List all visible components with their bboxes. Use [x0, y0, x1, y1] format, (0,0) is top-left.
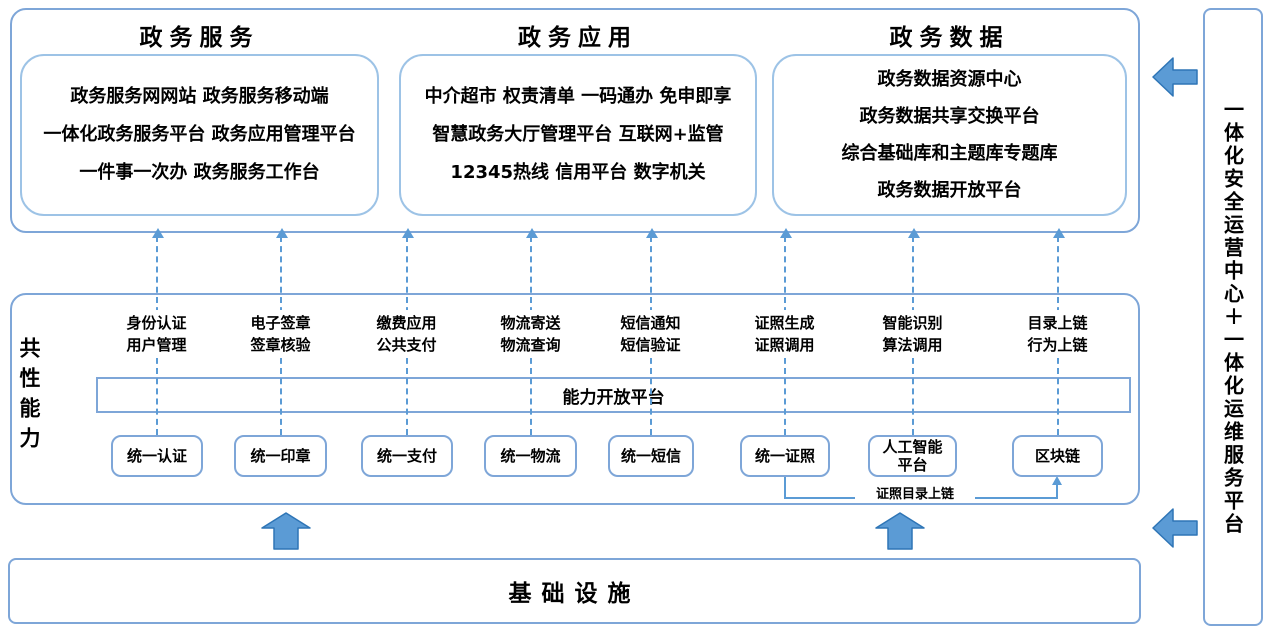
capability-box-seal: 统一印章 — [234, 435, 327, 477]
infrastructure-box: 基础设施 — [8, 558, 1141, 624]
applications-line: 12345热线 信用平台 数字机关 — [450, 162, 706, 183]
capability-label: 证照生成证照调用 — [724, 310, 845, 358]
connector-label: 证照目录上链 — [855, 483, 975, 502]
capability-open-platform-label: 能力开放平台 — [558, 382, 669, 408]
arrowhead-up-icon — [1052, 476, 1062, 485]
arrowhead-up-icon — [152, 228, 164, 238]
services-line: 一体化政务服务平台 政务应用管理平台 — [43, 124, 356, 145]
right-platform-label: 一体化安全运营中心＋一体化运维服务平台 — [1220, 98, 1245, 536]
capability-open-platform-bar: 能力开放平台 — [96, 377, 1131, 413]
left-block-arrow-icon — [1152, 508, 1198, 548]
right-platform-bar: 一体化安全运营中心＋一体化运维服务平台 — [1203, 8, 1263, 626]
connector-line — [784, 477, 786, 499]
services-box: 政务服务网网站 政务服务移动端 一体化政务服务平台 政务应用管理平台 一件事一次… — [20, 54, 379, 216]
applications-line: 智慧政务大厅管理平台 互联网+监管 — [432, 124, 724, 145]
top-layer-container: 政务服务 政务服务网网站 政务服务移动端 一体化政务服务平台 政务应用管理平台 … — [10, 8, 1140, 233]
capability-label: 目录上链行为上链 — [997, 310, 1118, 358]
arrowhead-up-icon — [780, 228, 792, 238]
capability-label: 物流寄送物流查询 — [470, 310, 591, 358]
arrowhead-up-icon — [276, 228, 288, 238]
capability-box-logistics: 统一物流 — [484, 435, 577, 477]
applications-box: 中介超市 权责清单 一码通办 免申即享 智慧政务大厅管理平台 互联网+监管 12… — [399, 54, 757, 216]
data-line: 政务数据共享交换平台 — [859, 106, 1040, 127]
section-title-applications: 政务应用 — [518, 25, 638, 51]
arrowhead-up-icon — [402, 228, 414, 238]
capability-box-payment: 统一支付 — [361, 435, 453, 477]
data-line: 政务数据开放平台 — [877, 180, 1022, 201]
up-block-arrow-icon — [261, 512, 311, 550]
capability-label: 短信通知短信验证 — [590, 310, 711, 358]
common-capabilities-label: 共性能力 — [17, 337, 41, 457]
data-box: 政务数据资源中心 政务数据共享交换平台 综合基础库和主题库专题库 政务数据开放平… — [772, 54, 1127, 216]
section-title-services: 政务服务 — [139, 25, 260, 51]
up-block-arrow-icon — [875, 512, 925, 550]
data-line: 综合基础库和主题库专题库 — [841, 143, 1058, 164]
arrowhead-up-icon — [908, 228, 920, 238]
capability-label: 缴费应用公共支付 — [346, 310, 467, 358]
connector-line — [1056, 483, 1058, 499]
section-title-data: 政务数据 — [889, 25, 1010, 51]
arrowhead-up-icon — [1053, 228, 1065, 238]
applications-line: 中介超市 权责清单 一码通办 免申即享 — [424, 86, 732, 107]
capability-box-ai: 人工智能平台 — [868, 435, 957, 477]
capability-box-auth: 统一认证 — [111, 435, 203, 477]
arrowhead-up-icon — [646, 228, 658, 238]
arrowhead-up-icon — [526, 228, 538, 238]
capability-box-sms: 统一短信 — [608, 435, 694, 477]
capability-label: 身份认证用户管理 — [96, 310, 217, 358]
capability-label: 电子签章签章核验 — [220, 310, 341, 358]
data-line: 政务数据资源中心 — [877, 69, 1022, 90]
services-line: 一件事一次办 政务服务工作台 — [79, 162, 320, 183]
services-line: 政务服务网网站 政务服务移动端 — [70, 86, 329, 107]
capability-label: 智能识别算法调用 — [852, 310, 973, 358]
left-block-arrow-icon — [1152, 57, 1198, 97]
capability-box-blockchain: 区块链 — [1012, 435, 1103, 477]
capability-box-license: 统一证照 — [740, 435, 830, 477]
